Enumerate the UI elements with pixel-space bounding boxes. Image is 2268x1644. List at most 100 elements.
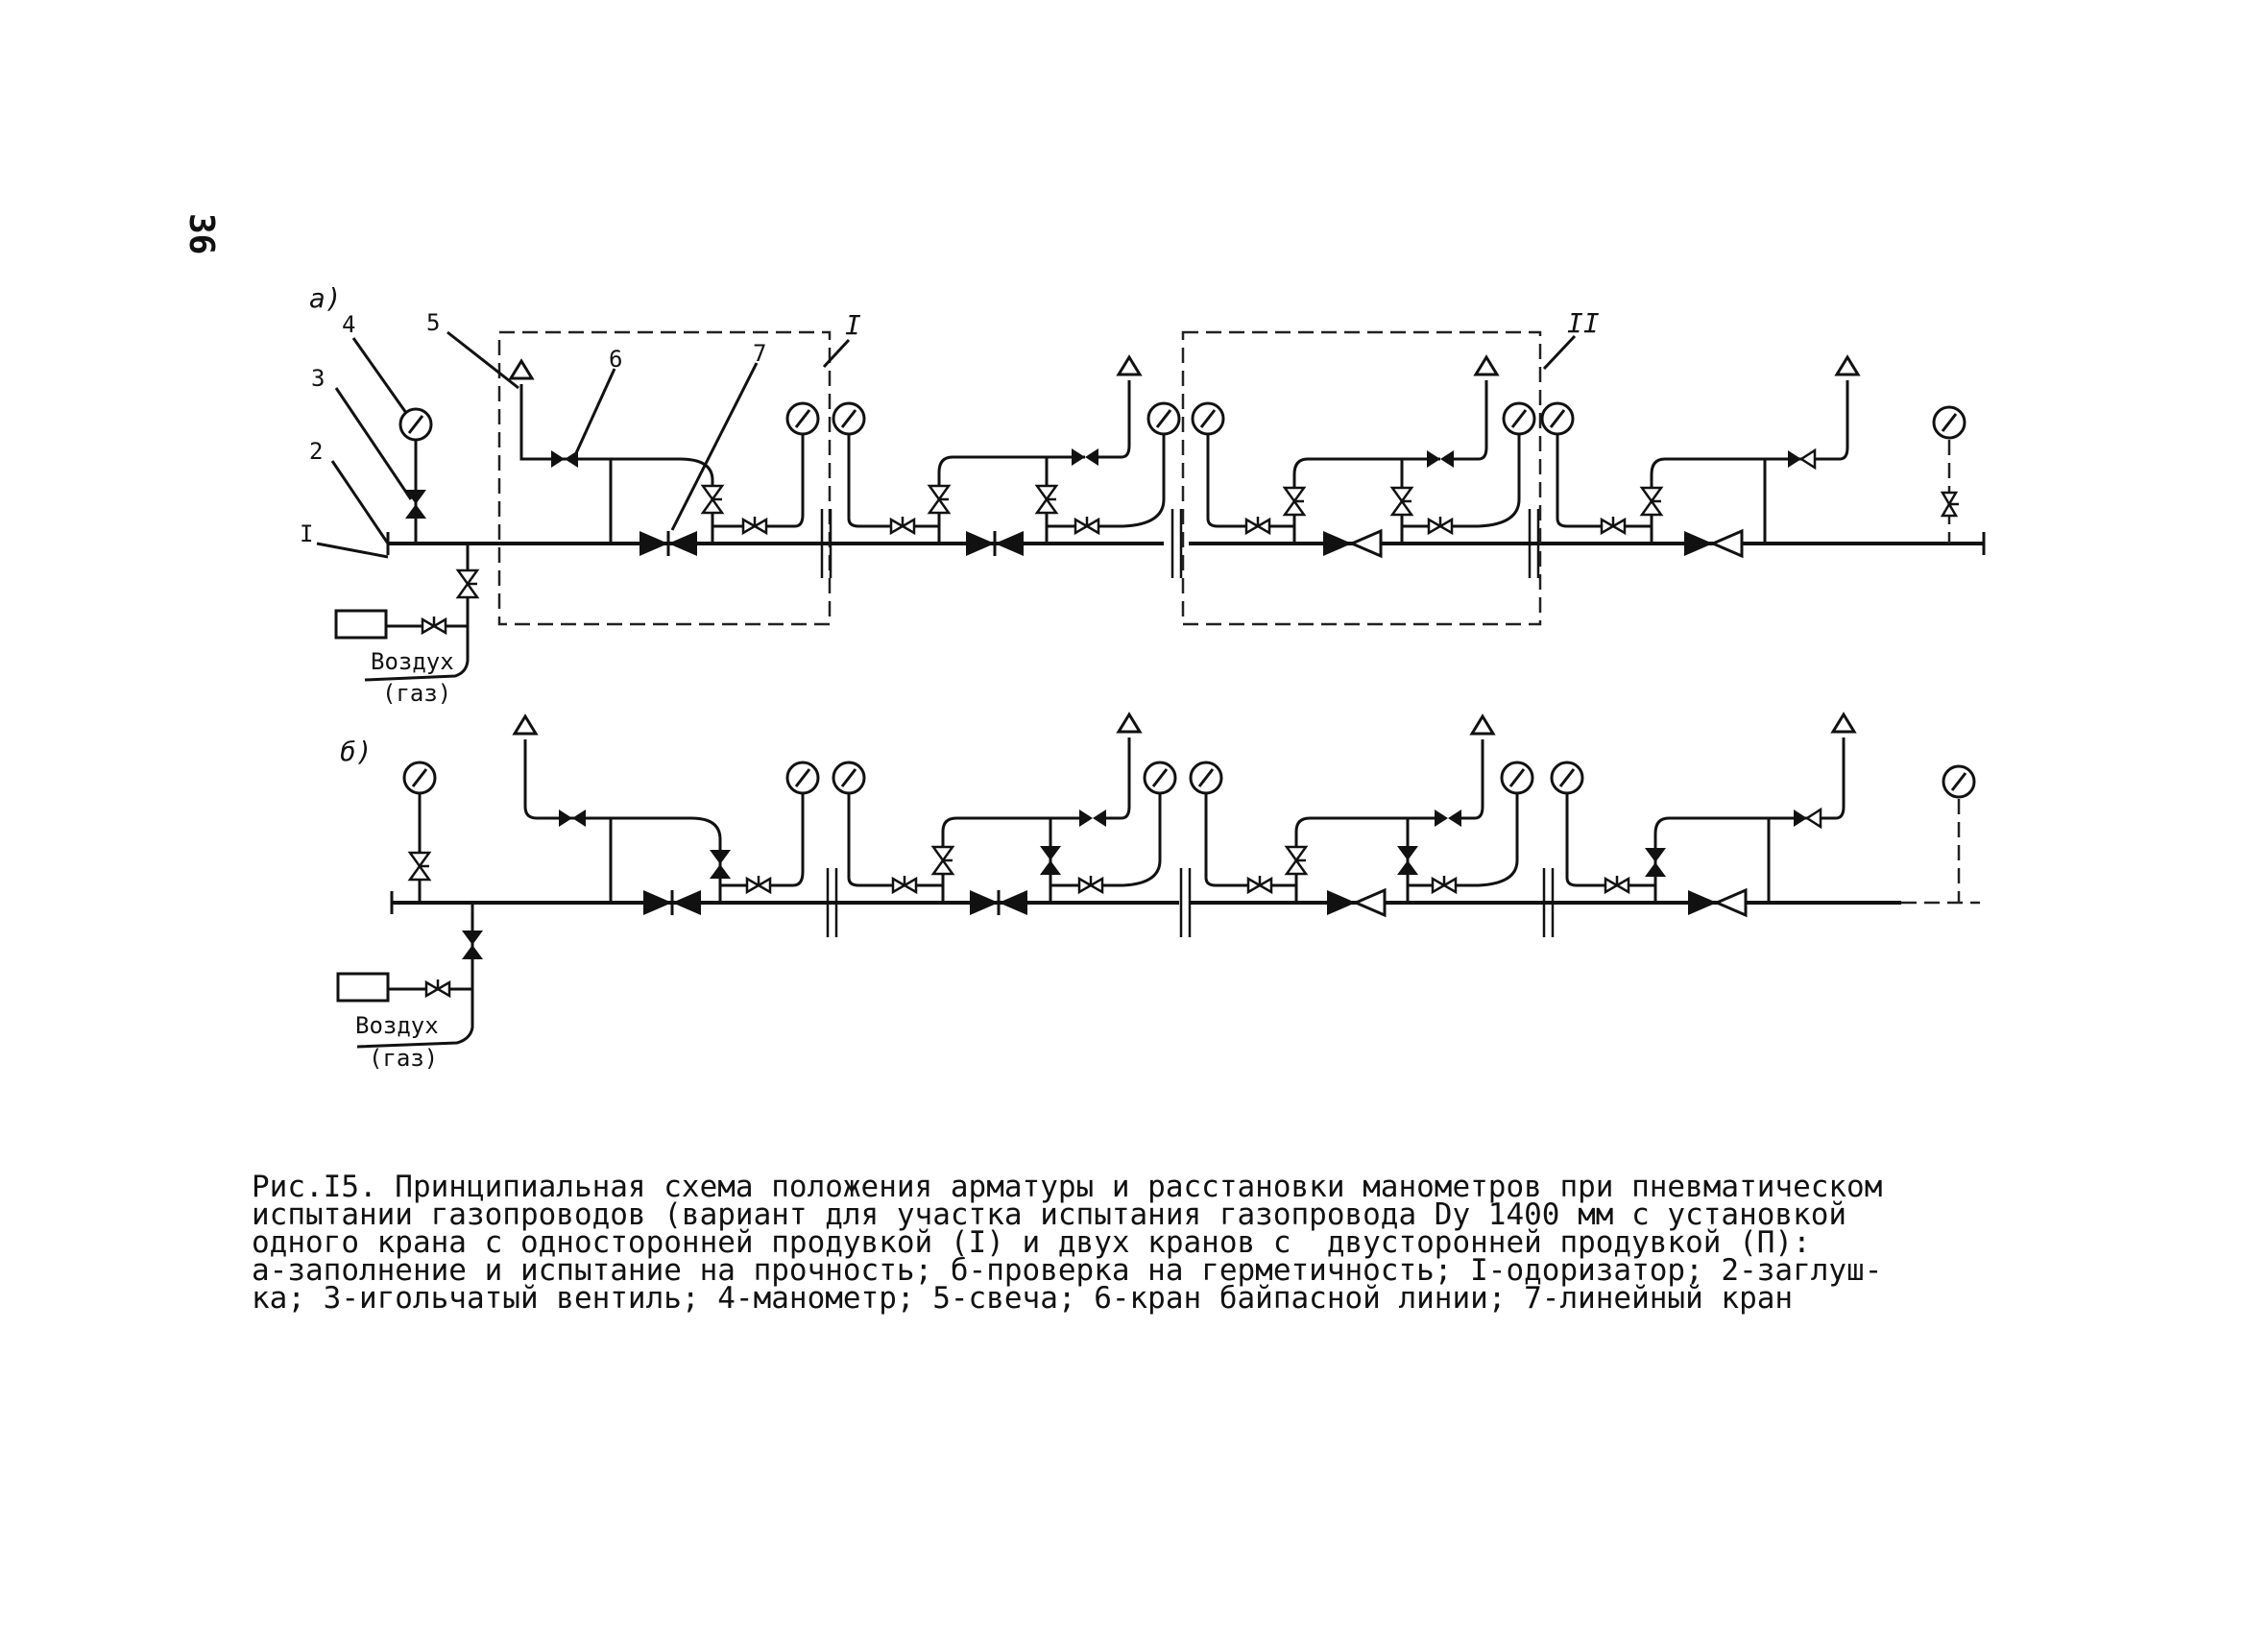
inlet-valve-b [462,931,483,959]
bypass-valve-a4 [1786,448,1817,470]
vent-candle-icon [1470,714,1495,736]
gauge-riser-b2l [847,793,943,887]
vent-riser-b2 [1106,737,1131,820]
callout-7: 7 [753,340,766,367]
gauge-riser-b4l [1565,793,1655,887]
needle-valve-a-end [1941,491,1961,518]
gauge-riser-a1 [794,434,805,528]
leader-4 [351,337,408,414]
gauge-icon [1540,401,1575,436]
leader-1 [316,542,389,559]
inlet-air-label-a: Воздух [371,648,454,675]
line-valve-a2 [964,529,1025,558]
odorizer-valve-a [421,615,447,635]
inlet-valve-a [456,568,479,599]
page-number: 36 [181,213,221,254]
bypass-valve-b2 [1079,810,1106,827]
vent-riser-b4 [1821,737,1846,820]
bypass-valve-b4 [1792,808,1822,829]
gauge-icon [1191,401,1225,436]
gauge-riser-a3r [1478,434,1521,528]
gauge-riser-b3r [1478,793,1519,887]
gauge-riser-a3l [1206,434,1294,528]
gauge-icon [1932,405,1966,440]
inlet-lead-a [364,626,470,682]
gauge-valve-a4l [1600,515,1627,535]
odorizer-valve-b [424,978,451,998]
gauge-riser-a4l [1556,434,1652,528]
gauge-valve-a3l [1244,515,1271,535]
callout-5: 5 [426,309,440,336]
leader-3 [334,387,413,500]
gauge-icon [1146,401,1181,436]
callout-2: 2 [309,438,323,465]
gauge-riser-b3l [1204,793,1296,887]
figure-caption: Рис.I5. Принципиальная схема положения а… [252,1173,2230,1316]
line-valve-b3 [1325,888,1387,917]
caption-line-4: а-заполнение и испытание на прочность; б… [252,1253,1883,1288]
group-i-label: I [845,309,861,341]
gauge-icon [1550,761,1584,795]
variant-a-scheme: a) Воздух (газ) [300,282,1986,707]
odorizer-box-a [334,609,388,640]
gauge-valve-b2l [891,874,918,894]
inlet-air-label-b: Воздух [355,1012,439,1039]
line-valve-a1 [638,529,699,558]
gauge-riser-b1 [792,793,805,887]
bypass-vvalve-a3r [1390,486,1413,517]
bypass-vvalve-a3l [1283,486,1306,517]
vent-riser-b3 [1461,739,1484,820]
gauge-icon [1942,764,1976,799]
bypass-line-b3 [1294,816,1440,885]
bypass-valve-a3 [1427,450,1454,468]
needle-valve-b [408,851,431,882]
line-valve-b2 [968,888,1029,917]
vent-candle-icon [513,714,538,736]
gauge-icon [1502,401,1536,436]
bypass-line-a4 [1650,457,1801,526]
leader-6 [574,368,616,454]
gauge-icon [1500,761,1534,795]
leader-5 [446,330,519,390]
bypass-valve-a1 [551,450,578,468]
inlet-lead-b [356,989,474,1049]
variant-b-scheme: б) Воздух (газ) [336,713,1980,1072]
gauge-valve-b4l [1604,874,1630,894]
bypass-vvalve-b2r [1040,846,1061,875]
gauge-icon [1189,761,1223,795]
gauge-valve-b1 [745,874,772,894]
bypass-vvalve-b3l [1285,845,1308,876]
vent-riser-a1 [519,384,680,461]
vent-riser-a4 [1815,380,1849,461]
bypass-vvalve-a1 [701,484,724,515]
bypass-valve-b3 [1435,810,1461,827]
gauge-icon [832,401,866,436]
callout-1: I [300,520,313,547]
callout-4: 4 [342,311,355,338]
caption-line-5: ка; 3-игольчатый вентиль; 4-манометр; 5-… [252,1281,1794,1316]
leader-2 [330,460,390,544]
pipe-break-b2 [1179,866,1192,939]
gauge-riser-b2r [1122,793,1162,887]
bypass-vvalve-b3r [1397,846,1418,875]
inlet-gas-label-b: (газ) [369,1045,438,1072]
group-i-box [497,330,832,626]
gauge-valve-b2r [1077,874,1104,894]
bypass-vvalve-a4 [1640,486,1663,517]
callout-6: 6 [609,346,622,373]
gauge-valve-a2l [889,515,916,535]
gauge-valve-a3r [1427,515,1454,535]
vent-riser-a2 [1098,380,1131,459]
inlet-gas-label-a: (газ) [382,680,451,707]
line-valve-a4 [1682,529,1744,558]
leader-group-ii [1542,334,1577,371]
bypass-line-a3 [1292,457,1440,526]
bypass-line-b4 [1653,816,1807,885]
bypass-vvalve-b4 [1645,848,1666,877]
gauge-valve-b3l [1246,874,1273,894]
group-ii-label: II [1567,307,1600,339]
vent-candle-icon [509,359,534,380]
gauge-icon [1143,761,1177,795]
bypass-vvalve-b2l [931,845,954,876]
